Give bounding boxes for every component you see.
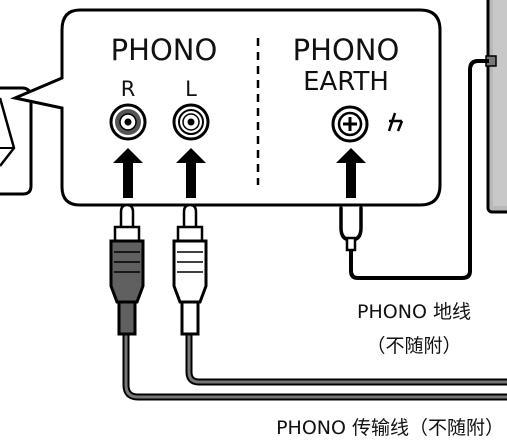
phono-earth-label-line1: PHONO: [293, 33, 400, 67]
turntable-device: [485, 0, 507, 214]
amplifier-partial: [0, 86, 33, 196]
rca-jack-icon: [109, 103, 147, 141]
earth-wire-label-line2: （不随附）: [366, 335, 461, 357]
phono-cable-r-inner: [124, 332, 507, 399]
arrow-up-icon: [176, 148, 206, 198]
l-label: L: [185, 77, 197, 101]
earth-terminal-icon: [331, 105, 369, 143]
rca-plug-icon: [172, 203, 208, 336]
phono-label: PHONO: [111, 33, 218, 67]
spade-lug-icon: [339, 206, 363, 252]
arrow-up-icon: [336, 148, 366, 198]
phono-earth-label-line2: EARTH: [303, 67, 389, 97]
phono-cable-label: PHONO 传输线（不随附）: [276, 417, 504, 439]
r-label: R: [121, 77, 136, 101]
rca-plug-icon: [109, 203, 145, 336]
ground-symbol-icon: [387, 112, 404, 132]
phono-cable-l-inner: [187, 332, 507, 384]
earth-wire: [349, 59, 489, 280]
earth-wire-label-line1: PHONO 地线: [357, 301, 471, 323]
arrow-up-icon: [113, 148, 143, 198]
rca-jack-icon: [172, 103, 210, 141]
